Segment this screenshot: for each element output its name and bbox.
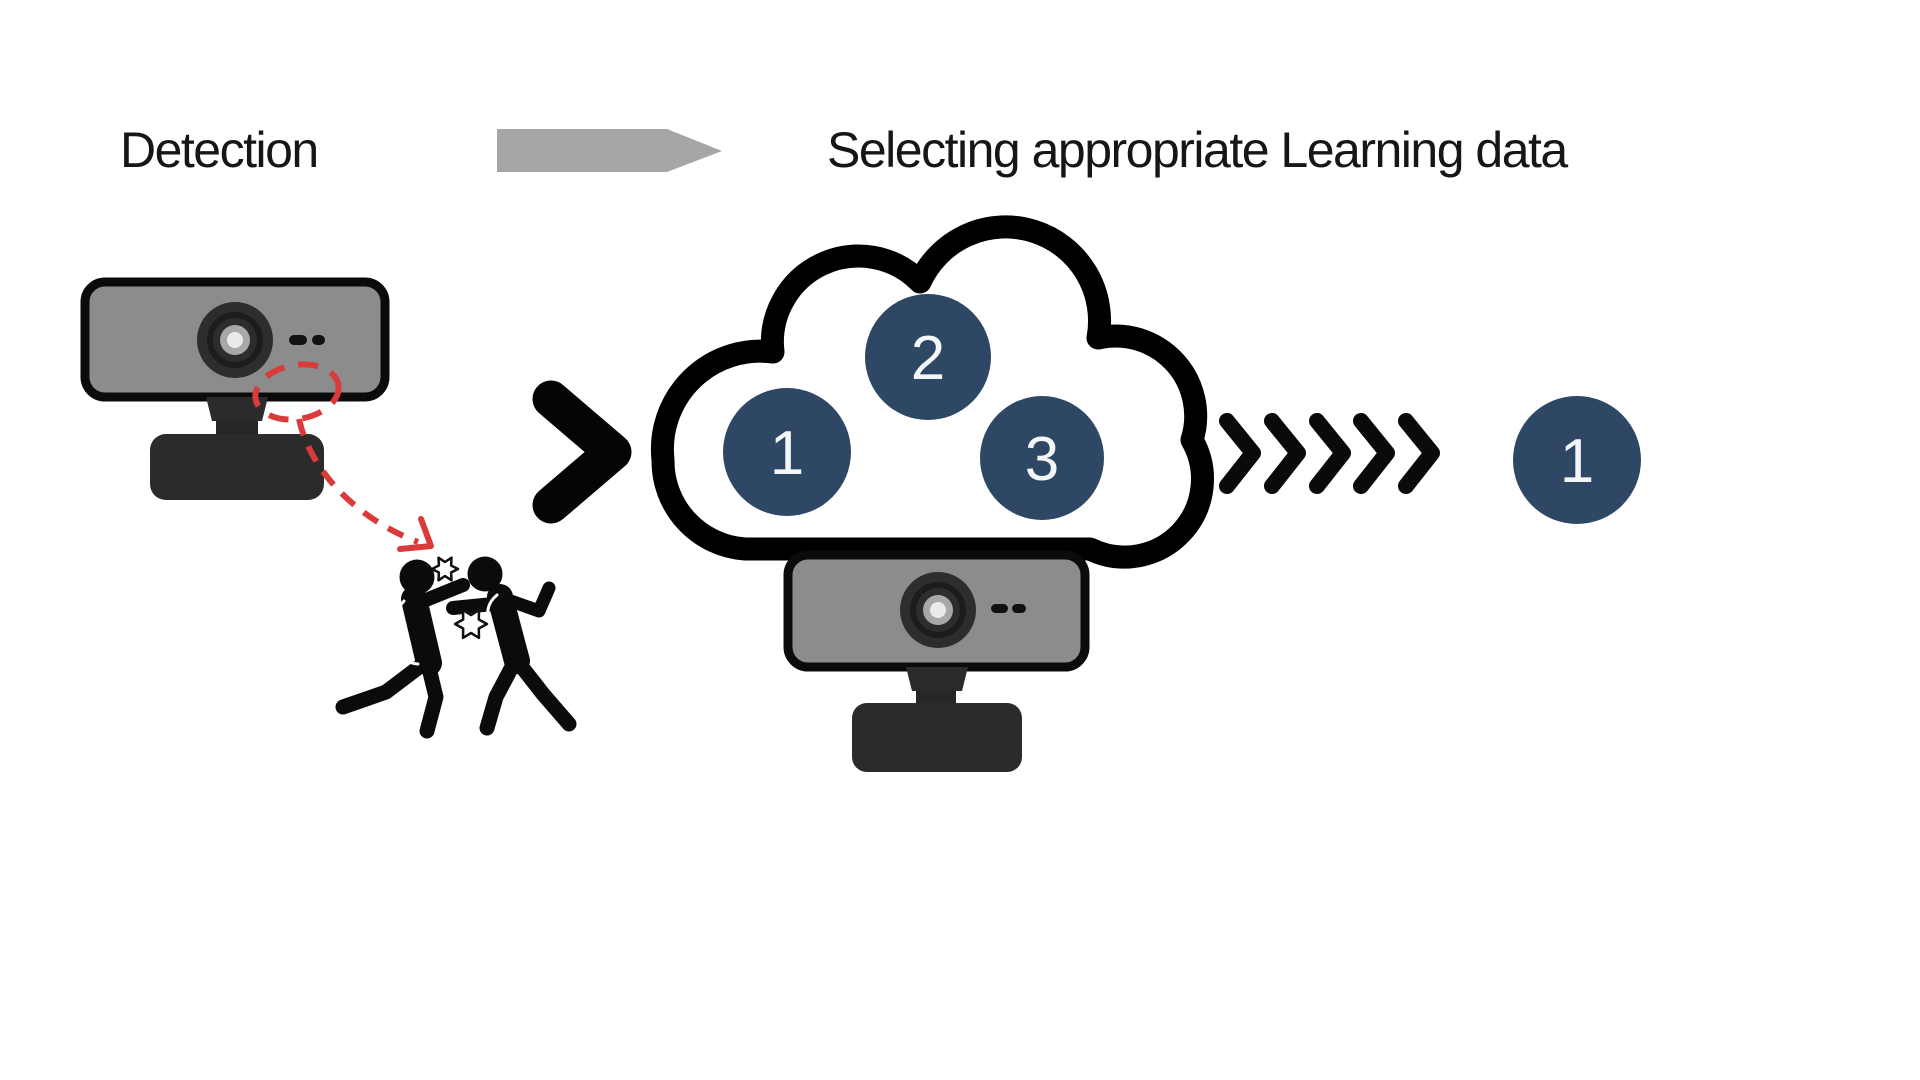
fighter-left-back-leg [335, 653, 435, 715]
data-item-label-3: 3 [1025, 425, 1059, 494]
red-dashed-circle [252, 361, 342, 423]
right-arrow-icon [497, 129, 722, 172]
chevron-right-icon [1309, 413, 1351, 494]
data-item-label-2: 2 [911, 324, 945, 393]
red-arrowhead [397, 516, 434, 552]
red-dashed-arrow [296, 418, 434, 552]
webcam-base [150, 434, 324, 500]
webcam-mic-dash [1012, 604, 1026, 613]
fighter-left [335, 559, 470, 739]
fighter-right [446, 556, 577, 736]
webcam-icon [80, 277, 390, 500]
selected-data-item: 1 [1513, 396, 1641, 524]
webcam-base [852, 703, 1022, 772]
fighter-left-arm-outline [390, 599, 420, 666]
fighter-right-shoulder-outline [486, 593, 499, 629]
impact-star-icon [430, 556, 460, 582]
webcam-icon [783, 550, 1090, 772]
selected-item-label: 1 [1560, 427, 1594, 496]
data-item-circle-2 [865, 294, 991, 420]
step-label-detection: Detection [120, 122, 319, 178]
data-item-circle-1 [723, 388, 851, 516]
fighter-left-front-leg [419, 656, 444, 739]
webcam-lens-core [930, 602, 946, 618]
data-item-circle-3 [980, 396, 1104, 520]
webcam-mic-dash [991, 604, 1008, 613]
cloud-data-items: 1 2 3 [723, 294, 1104, 520]
chevron-right-icon [1398, 413, 1440, 494]
fighter-right-punch-arm [446, 596, 510, 615]
chevron-right-icon [1353, 413, 1395, 494]
webcam-lens-core [227, 332, 243, 348]
step-label-selecting-learning-data: Selecting appropriate Learning data [827, 122, 1568, 178]
selected-item-circle [1513, 396, 1641, 524]
fight-pictogram [335, 556, 577, 739]
fighter-right-rear-arm [501, 581, 556, 618]
impact-star-icon [453, 608, 489, 640]
webcam-neck-lower [916, 691, 956, 705]
chevron-right-icon [532, 380, 632, 524]
five-chevrons-icon [1219, 413, 1440, 494]
fighter-left-punch-arm [409, 578, 470, 611]
chevron-right-icon [1219, 413, 1261, 494]
webcam-neck-lower [216, 421, 258, 437]
fighter-right-head [467, 556, 503, 592]
webcam-mic-dash [312, 335, 325, 345]
data-item-label-1: 1 [770, 419, 804, 488]
red-dashed-arrow-shaft [296, 418, 420, 545]
fighter-right-back-leg [510, 654, 577, 732]
fighter-left-head [399, 559, 435, 595]
chevron-right-icon [1264, 413, 1306, 494]
webcam-neck [906, 667, 968, 691]
webcam-mic-dash [289, 335, 307, 345]
webcam-neck [206, 397, 268, 421]
fighter-right-front-leg [479, 655, 522, 736]
